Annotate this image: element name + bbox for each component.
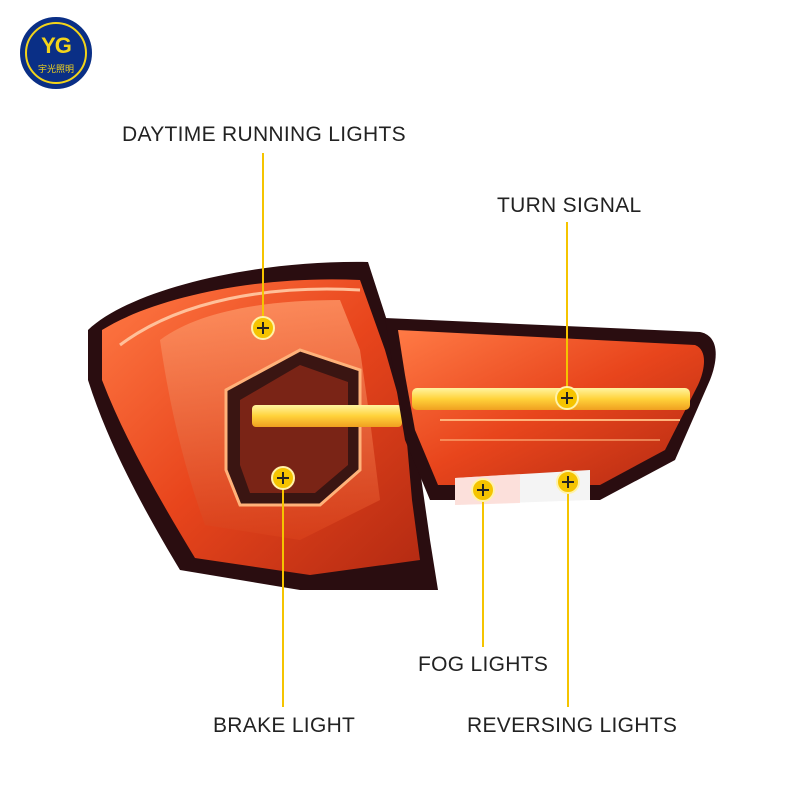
logo-subtitle: 宇光照明 (37, 64, 74, 74)
brake-marker-icon (271, 466, 295, 490)
right-lamp (385, 318, 716, 505)
brake-light-label: BRAKE LIGHT (213, 714, 356, 737)
logo-mark: YG (41, 33, 72, 58)
turn-signal-label: TURN SIGNAL (497, 194, 642, 217)
reversing-lights-label: REVERSING LIGHTS (467, 714, 678, 737)
left-lamp (88, 261, 438, 590)
callout-lines (262, 153, 569, 707)
right-turn-bar (412, 388, 690, 410)
reversing-marker-icon (556, 470, 580, 494)
marker-dots (251, 316, 580, 502)
fog-lights-label: FOG LIGHTS (418, 653, 549, 676)
left-turn-bar (252, 405, 402, 427)
brand-logo: YG 宇光照明 (20, 17, 92, 89)
daytime-running-lights-label: DAYTIME RUNNING LIGHTS (122, 123, 406, 146)
logo-ring (25, 22, 87, 84)
fog-marker-icon (471, 478, 495, 502)
turn-signal-marker-icon (555, 386, 579, 410)
drl-marker-icon (251, 316, 275, 340)
